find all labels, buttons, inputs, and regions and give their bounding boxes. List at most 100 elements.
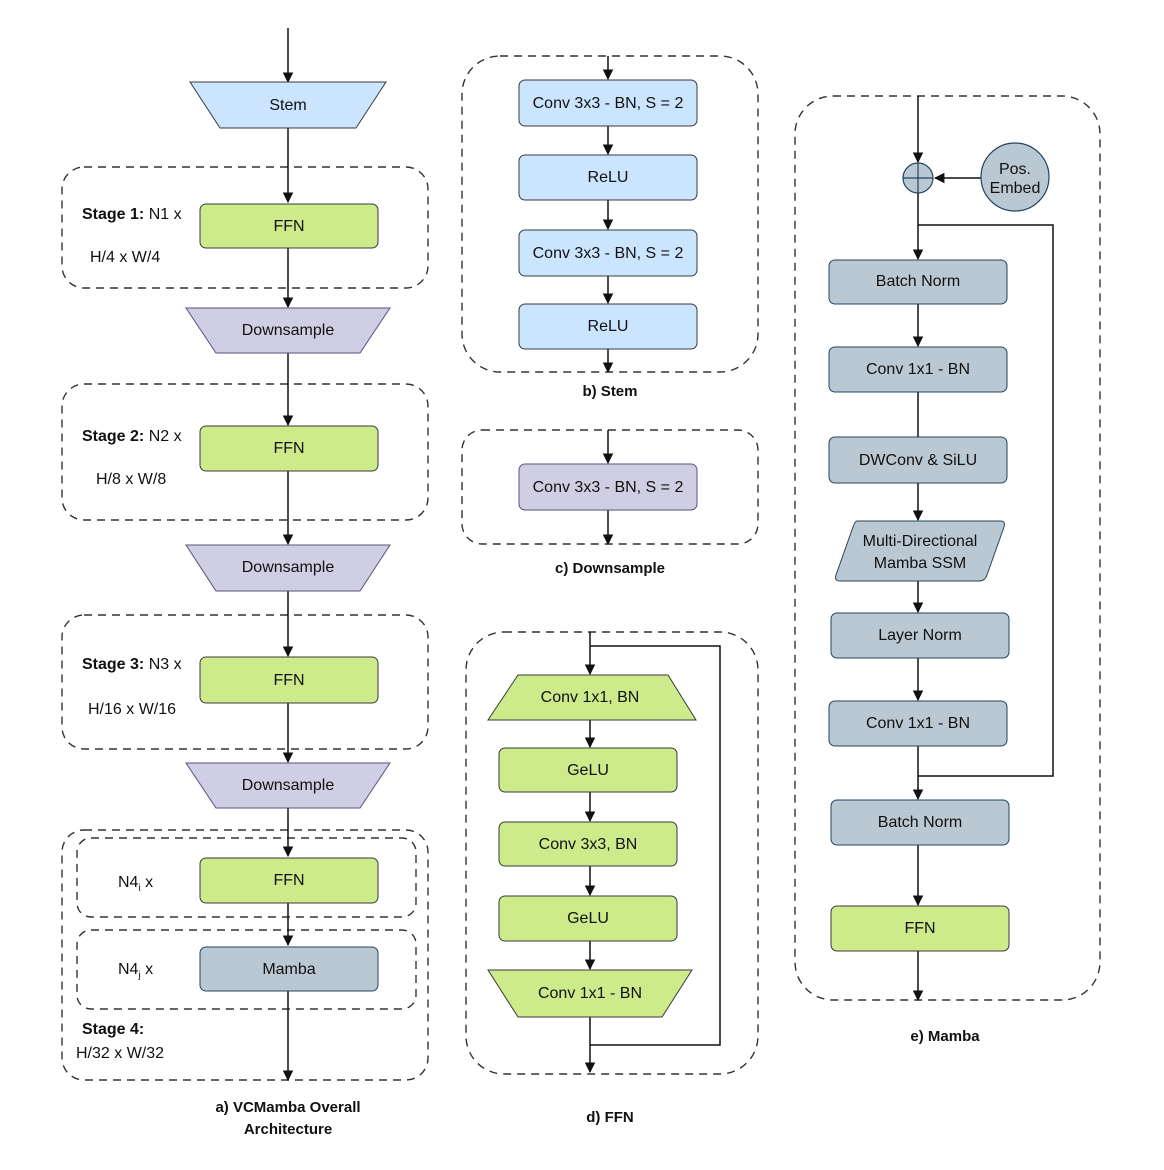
ffn-detail: Conv 1x1, BN GeLU Conv 3x3, BN GeLU Conv…: [465, 631, 759, 1126]
stem-conv1-node: [518, 79, 698, 127]
ffn-gelu2-label: GeLU: [567, 910, 609, 927]
downsample-conv-label: Conv 3x3 - BN, S = 2: [533, 479, 684, 496]
stage4-group: [61, 829, 429, 1081]
mamba-ln-node: [830, 612, 1010, 659]
stage1-count: N1 x: [149, 206, 182, 223]
downsample1-label: Downsample: [242, 322, 335, 339]
stem-relu1-label: ReLU: [588, 169, 629, 186]
ffn-conv1-node: [487, 674, 697, 721]
edge-mamba-residual: [918, 224, 1054, 777]
ffn-conv1-label: Conv 1x1, BN: [541, 689, 640, 706]
ffn-conv1b-label: Conv 1x1 - BN: [538, 985, 642, 1002]
mamba-bn2-label: Batch Norm: [878, 814, 962, 831]
downsample-caption: c) Downsample: [555, 560, 665, 577]
mamba-bn1-node: [828, 259, 1008, 305]
downsample2-label: Downsample: [242, 559, 335, 576]
pos-embed-line1: Pos.: [999, 161, 1031, 178]
mamba-conv2-label: Conv 1x1 - BN: [866, 715, 970, 732]
stage4-title: Stage 4:: [82, 1021, 144, 1038]
stage4-ni-sub: i: [138, 883, 140, 894]
stage4-ni-label: N4i x: [118, 874, 153, 894]
stem-conv1-label: Conv 3x3 - BN, S = 2: [533, 95, 684, 112]
stem-node-label: Stem: [269, 97, 306, 114]
ffn-conv3-node: [498, 821, 678, 867]
downsample-conv-node: [518, 463, 698, 511]
stage4-ffn-group: [76, 837, 417, 918]
downsample3-label: Downsample: [242, 777, 335, 794]
mamba-ffn-label: FFN: [904, 920, 935, 937]
stage3-ffn-node: [199, 656, 379, 704]
stage3-ffn-label: FFN: [273, 672, 304, 689]
stem-relu2-node: [518, 303, 698, 350]
mamba-bn1-label: Batch Norm: [876, 273, 960, 290]
stage1-ffn-node: [199, 203, 379, 249]
pos-embed-node: [980, 142, 1050, 212]
stage2-resolution: H/8 x W/8: [96, 471, 166, 488]
edge-ffn-residual: [590, 645, 721, 1046]
ffn-conv1b-node: [487, 969, 693, 1018]
downsample1-node: [185, 307, 391, 354]
stage1-group: [61, 166, 429, 289]
stage4-nj-sub: j: [137, 970, 140, 981]
stage4-mamba-node: [199, 946, 379, 992]
downsample2-node: [185, 544, 391, 592]
stage1-count-label: Stage 1: N1 x: [82, 206, 182, 223]
mamba-ssm-line2: Mamba SSM: [874, 555, 966, 572]
stem-detail: Conv 3x3 - BN, S = 2 ReLU Conv 3x3 - BN,…: [461, 55, 759, 400]
stem-caption: b) Stem: [582, 383, 637, 400]
ffn-conv3-label: Conv 3x3, BN: [539, 836, 638, 853]
ffn-gelu2-node: [498, 895, 678, 942]
stage4-mamba-group: [76, 929, 417, 1010]
stage4-mamba-label: Mamba: [262, 961, 315, 978]
mamba-ssm-line1: Multi-Directional: [863, 533, 978, 550]
stage1-resolution: H/4 x W/4: [90, 249, 160, 266]
stem-relu2-label: ReLU: [588, 318, 629, 335]
mamba-ln-label: Layer Norm: [878, 627, 962, 644]
mamba-conv2-node: [828, 700, 1008, 747]
stage4-ffn-label: FFN: [273, 872, 304, 889]
stage2-count: N2 x: [149, 428, 182, 445]
mamba-dwconv-label: DWConv & SiLU: [859, 452, 977, 469]
stage4-ffn-node: [199, 857, 379, 904]
stage2-title: Stage 2:: [82, 428, 144, 445]
stage2-ffn-node: [199, 425, 379, 472]
mamba-caption: e) Mamba: [910, 1028, 980, 1045]
overall-caption-line2: Architecture: [244, 1121, 332, 1138]
stage4-nj-tail: x: [141, 961, 153, 978]
stage2-group: [61, 383, 429, 521]
mamba-conv1-label: Conv 1x1 - BN: [866, 361, 970, 378]
stem-relu1-node: [518, 154, 698, 201]
mamba-ffn-node: [830, 905, 1010, 952]
ffn-gelu1-node: [498, 747, 678, 793]
stage3-group: [61, 614, 429, 750]
mamba-bn2-node: [830, 799, 1010, 846]
overall-caption-line1: a) VCMamba Overall: [215, 1099, 360, 1116]
stage3-title: Stage 3:: [82, 656, 144, 673]
stage2-count-label: Stage 2: N2 x: [82, 428, 182, 445]
stage2-ffn-label: FFN: [273, 440, 304, 457]
overall-architecture: Stem FFN Stage 1: N1 x H/4 x W/4 Downsam…: [61, 28, 429, 1138]
stage1-title: Stage 1:: [82, 206, 144, 223]
pos-embed-line2: Embed: [990, 180, 1041, 197]
mamba-dwconv-node: [828, 436, 1008, 484]
stem-conv2-label: Conv 3x3 - BN, S = 2: [533, 245, 684, 262]
stem-conv2-node: [518, 229, 698, 277]
downsample3-node: [185, 762, 391, 809]
stem-node: [189, 81, 387, 129]
stage3-resolution: H/16 x W/16: [88, 701, 176, 718]
stage4-ni-tail: x: [141, 874, 153, 891]
mamba-conv1-node: [828, 346, 1008, 393]
stage4-ni-base: N4: [118, 874, 139, 891]
ffn-caption: d) FFN: [586, 1109, 633, 1126]
downsample-detail: Conv 3x3 - BN, S = 2 c) Downsample: [461, 429, 759, 577]
stage4-nj-base: N4: [118, 961, 139, 978]
mamba-detail-group: [794, 95, 1101, 1001]
stage1-ffn-label: FFN: [273, 218, 304, 235]
stage4-resolution: H/32 x W/32: [76, 1045, 164, 1062]
mamba-ssm-node: [835, 520, 1005, 582]
stage3-count: N3 x: [149, 656, 182, 673]
stage3-count-label: Stage 3: N3 x: [82, 656, 182, 673]
stage4-nj-label: N4j x: [118, 961, 153, 981]
mamba-detail: Pos. Embed Batch Norm Conv 1x1 - BN DWCo…: [794, 95, 1101, 1045]
